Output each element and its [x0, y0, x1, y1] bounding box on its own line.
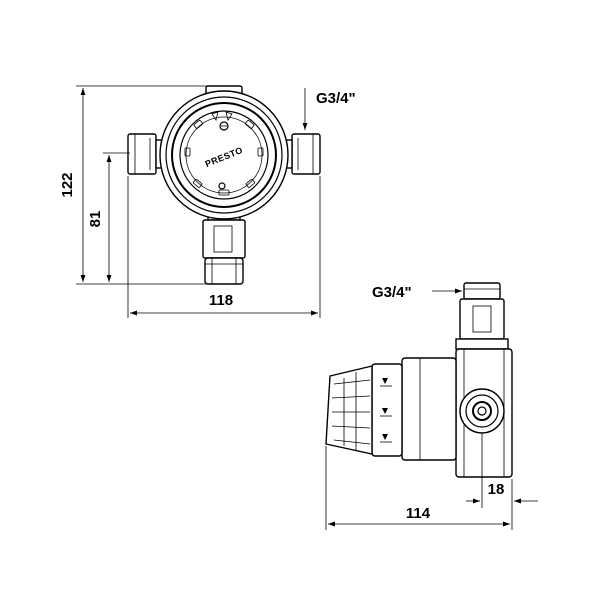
top-view: PRESTO 122 81 118 G3/4" [59, 85, 356, 318]
set-screw-icon [219, 121, 229, 131]
dim-118: 118 [127, 176, 321, 318]
valve-body: PRESTO [159, 90, 289, 220]
dim-118-label: 118 [209, 292, 233, 309]
dim-114-label: 114 [406, 505, 431, 522]
thread-callout-top: G3/4" [302, 88, 356, 130]
thread-side-label: G3/4" [372, 284, 412, 301]
side-knob [325, 363, 403, 457]
top-fitting [455, 282, 509, 350]
dim-81-label: 81 [87, 211, 104, 228]
thread-callout-side: G3/4" [372, 284, 462, 301]
knob-ribs [184, 111, 264, 196]
thread-top-label: G3/4" [316, 90, 356, 107]
indicator-arrow-icon [382, 378, 388, 384]
dim-18: 18 [466, 433, 538, 530]
dim-114: 114 [325, 446, 510, 530]
side-view: G3/4" 18 114 [325, 282, 538, 530]
indicator-arrow-icon [382, 408, 388, 414]
outlet-boss [459, 388, 505, 434]
dim-122-label: 122 [59, 172, 76, 197]
indicator-arrow-icon [382, 434, 388, 440]
dim-81: 81 [87, 152, 130, 282]
dim-18-label: 18 [488, 481, 505, 498]
dim-122: 122 [59, 85, 216, 285]
